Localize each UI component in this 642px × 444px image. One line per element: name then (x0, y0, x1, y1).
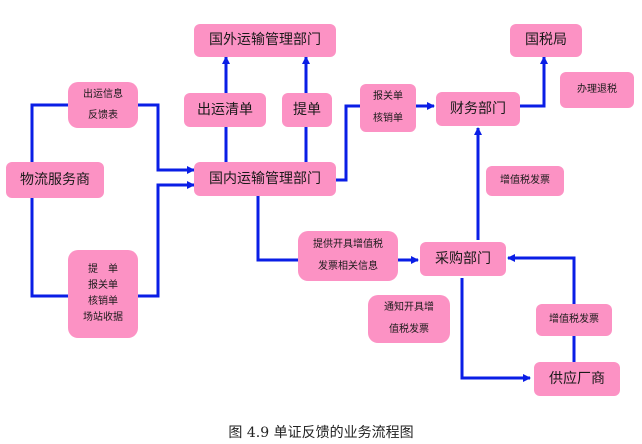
node-export-list: 出运清单 (184, 93, 266, 127)
node-bill-of-lading: 提单 (282, 93, 332, 127)
label-customs-verify: 报关单 核销单 (360, 84, 416, 132)
arrow-finance-to-tax (520, 56, 548, 108)
label-tax-refund: 办理退税 (560, 72, 634, 108)
label-notify-vat: 通知开具增 值税发票 (368, 295, 450, 343)
arrow-bl-docs-to-domestic (138, 181, 195, 298)
label-vat-info: 提供开具增值税 发票相关信息 (298, 231, 398, 281)
node-foreign: 国外运输管理部门 (194, 24, 336, 57)
arrow-logistics-bus-bottom (30, 178, 68, 298)
node-domestic: 国内运输管理部门 (194, 162, 336, 196)
node-tax-bureau: 国税局 (510, 24, 582, 57)
label-shipping-info: 出运信息 反馈表 (68, 82, 138, 128)
node-supplier: 供应厂商 (534, 362, 620, 396)
node-logistics: 物流服务商 (6, 162, 104, 198)
node-purchasing: 采购部门 (420, 242, 506, 276)
label-vat-invoice-up: 增值税发票 (486, 166, 564, 196)
arrow-shipping-info-to-domestic (138, 103, 195, 174)
node-finance: 财务部门 (436, 92, 520, 126)
label-vat-invoice-supplier: 增值税发票 (536, 304, 612, 336)
figure-caption: 图 4.9 单证反馈的业务流程图 (228, 425, 414, 441)
arrow-purchasing-to-supplier (460, 278, 531, 382)
label-bl-docs: 提 单 报关单 核销单 场站收据 (68, 250, 138, 338)
